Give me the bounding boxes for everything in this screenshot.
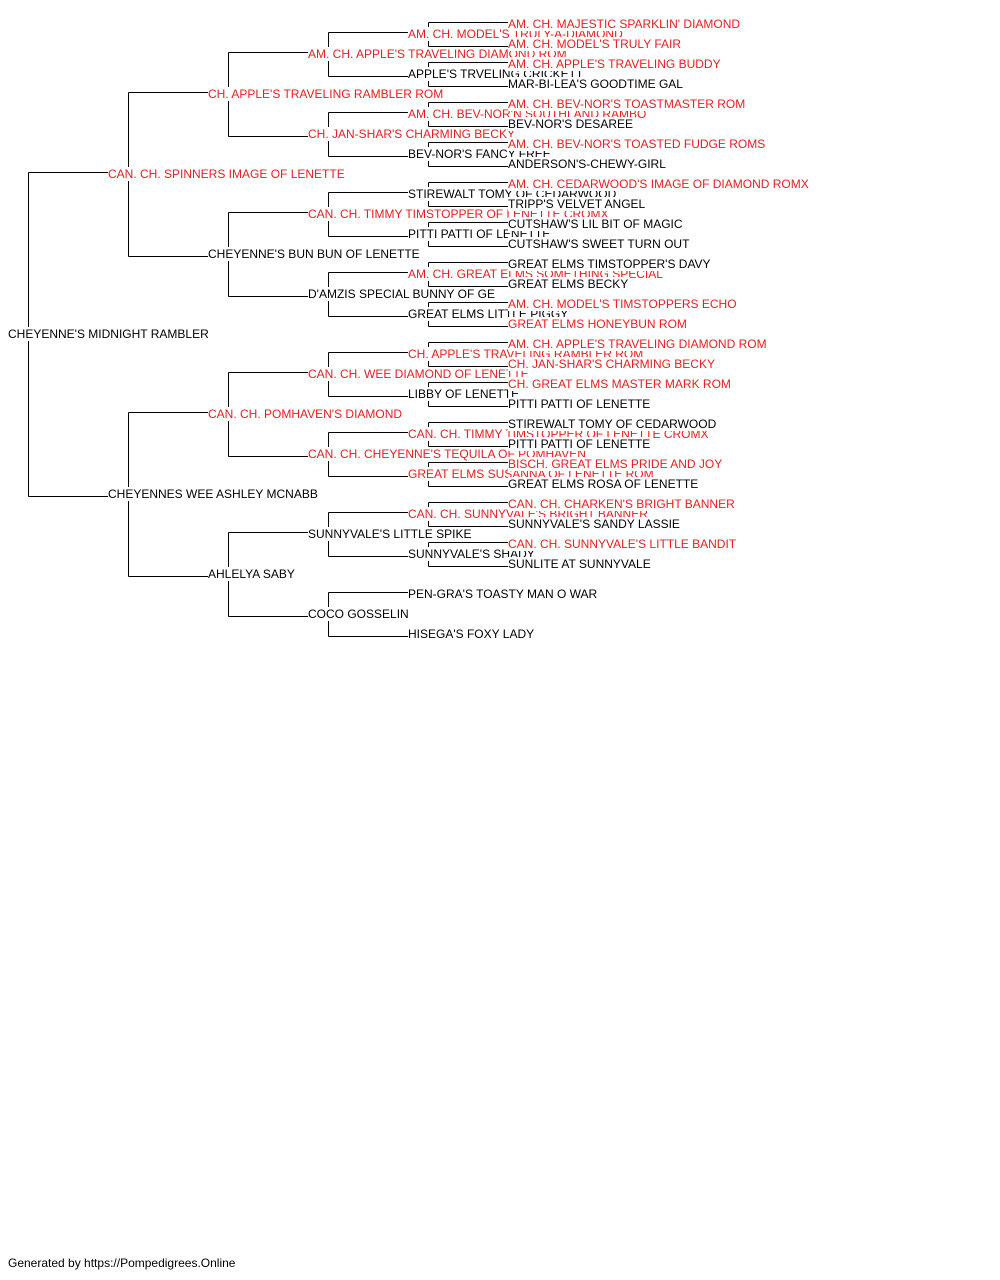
gen5-dam-name: GREAT ELMS ROSA OF LENETTE bbox=[508, 477, 701, 491]
gen5-sire-name: CH. GREAT ELMS MASTER MARK ROM bbox=[508, 377, 733, 391]
gen5-sire-name: CUTSHAW'S LIL BIT OF MAGIC bbox=[508, 217, 685, 231]
gen5-sire-name: CAN. CH. SUNNYVALE'S LITTLE BANDIT bbox=[508, 537, 739, 551]
gen5-dam-name: SUNLITE AT SUNNYVALE bbox=[508, 557, 653, 571]
gen3-sire-name: AM. CH. APPLE'S TRAVELING DIAMOND ROM bbox=[308, 47, 569, 61]
gen1-dam-name: CHEYENNES WEE ASHLEY MCNABB bbox=[108, 487, 320, 501]
gen5-dam-name: GREAT ELMS HONEYBUN ROM bbox=[508, 317, 689, 331]
gen3-sire-name: SUNNYVALE'S LITTLE SPIKE bbox=[308, 527, 474, 541]
gen5-sire-name: CAN. CH. CHARKEN'S BRIGHT BANNER bbox=[508, 497, 737, 511]
gen5-sire-name: GREAT ELMS TIMSTOPPER'S DAVY bbox=[508, 257, 713, 271]
gen5-dam-name: GREAT ELMS BECKY bbox=[508, 277, 631, 291]
gen5-sire-name: AM. CH. CEDARWOOD'S IMAGE OF DIAMOND ROM… bbox=[508, 177, 811, 191]
gen5-sire-name: AM. CH. MAJESTIC SPARKLIN' DIAMOND bbox=[508, 17, 743, 31]
gen3-dam-name: D'AMZIS SPECIAL BUNNY OF GE bbox=[308, 287, 497, 301]
gen5-sire-name: AM. CH. APPLE'S TRAVELING DIAMOND ROM bbox=[508, 337, 769, 351]
gen4-dam-name: LIBBY OF LENETTE bbox=[408, 387, 522, 401]
gen5-dam-name: PITTI PATTI OF LENETTE bbox=[508, 397, 653, 411]
gen2-sire-name: CAN. CH. POMHAVEN'S DIAMOND bbox=[208, 407, 405, 421]
gen5-sire-name: AM. CH. MODEL'S TIMSTOPPERS ECHO bbox=[508, 297, 739, 311]
gen5-dam-name: BEV-NOR'S DESAREE bbox=[508, 117, 635, 131]
gen5-dam-name: AM. CH. MODEL'S TRULY FAIR bbox=[508, 37, 683, 51]
gen2-dam-name: AHLELYA SABY bbox=[208, 567, 297, 581]
gen4-dam-name: HISEGA'S FOXY LADY bbox=[408, 627, 537, 641]
gen1-sire-name: CAN. CH. SPINNERS IMAGE OF LENETTE bbox=[108, 167, 347, 181]
gen5-dam-name: PITTI PATTI OF LENETTE bbox=[508, 437, 653, 451]
gen2-dam-name: CHEYENNE'S BUN BUN OF LENETTE bbox=[208, 247, 422, 261]
gen5-dam-name: TRIPP'S VELVET ANGEL bbox=[508, 197, 648, 211]
footer-credit: Generated by https://Pompedigrees.Online bbox=[8, 1256, 236, 1270]
gen3-dam-name: CH. JAN-SHAR'S CHARMING BECKY bbox=[308, 127, 517, 141]
gen5-dam-name: ANDERSON'S-CHEWY-GIRL bbox=[508, 157, 668, 171]
gen5-dam-name: CH. JAN-SHAR'S CHARMING BECKY bbox=[508, 357, 717, 371]
gen3-sire-name: CAN. CH. WEE DIAMOND OF LENETTE bbox=[308, 367, 531, 381]
gen5-dam-name: MAR-BI-LEA'S GOODTIME GAL bbox=[508, 77, 685, 91]
subject-dog-name: CHEYENNE'S MIDNIGHT RAMBLER bbox=[8, 327, 211, 341]
gen5-sire-name: AM. CH. BEV-NOR'S TOASTED FUDGE ROMS bbox=[508, 137, 768, 151]
gen5-dam-name: CUTSHAW'S SWEET TURN OUT bbox=[508, 237, 692, 251]
gen5-dam-name: SUNNYVALE'S SANDY LASSIE bbox=[508, 517, 682, 531]
gen3-dam-name: COCO GOSSELIN bbox=[308, 607, 411, 621]
gen5-sire-name: AM. CH. APPLE'S TRAVELING BUDDY bbox=[508, 57, 723, 71]
gen4-sire-name: PEN-GRA'S TOASTY MAN O WAR bbox=[408, 587, 600, 601]
gen5-sire-name: BISCH. GREAT ELMS PRIDE AND JOY bbox=[508, 457, 725, 471]
gen5-sire-name: AM. CH. BEV-NOR'S TOASTMASTER ROM bbox=[508, 97, 748, 111]
gen4-dam-name: SUNNYVALE'S SHADY bbox=[408, 547, 537, 561]
gen2-sire-name: CH. APPLE'S TRAVELING RAMBLER ROM bbox=[208, 87, 446, 101]
gen5-sire-name: STIREWALT TOMY OF CEDARWOOD bbox=[508, 417, 719, 431]
